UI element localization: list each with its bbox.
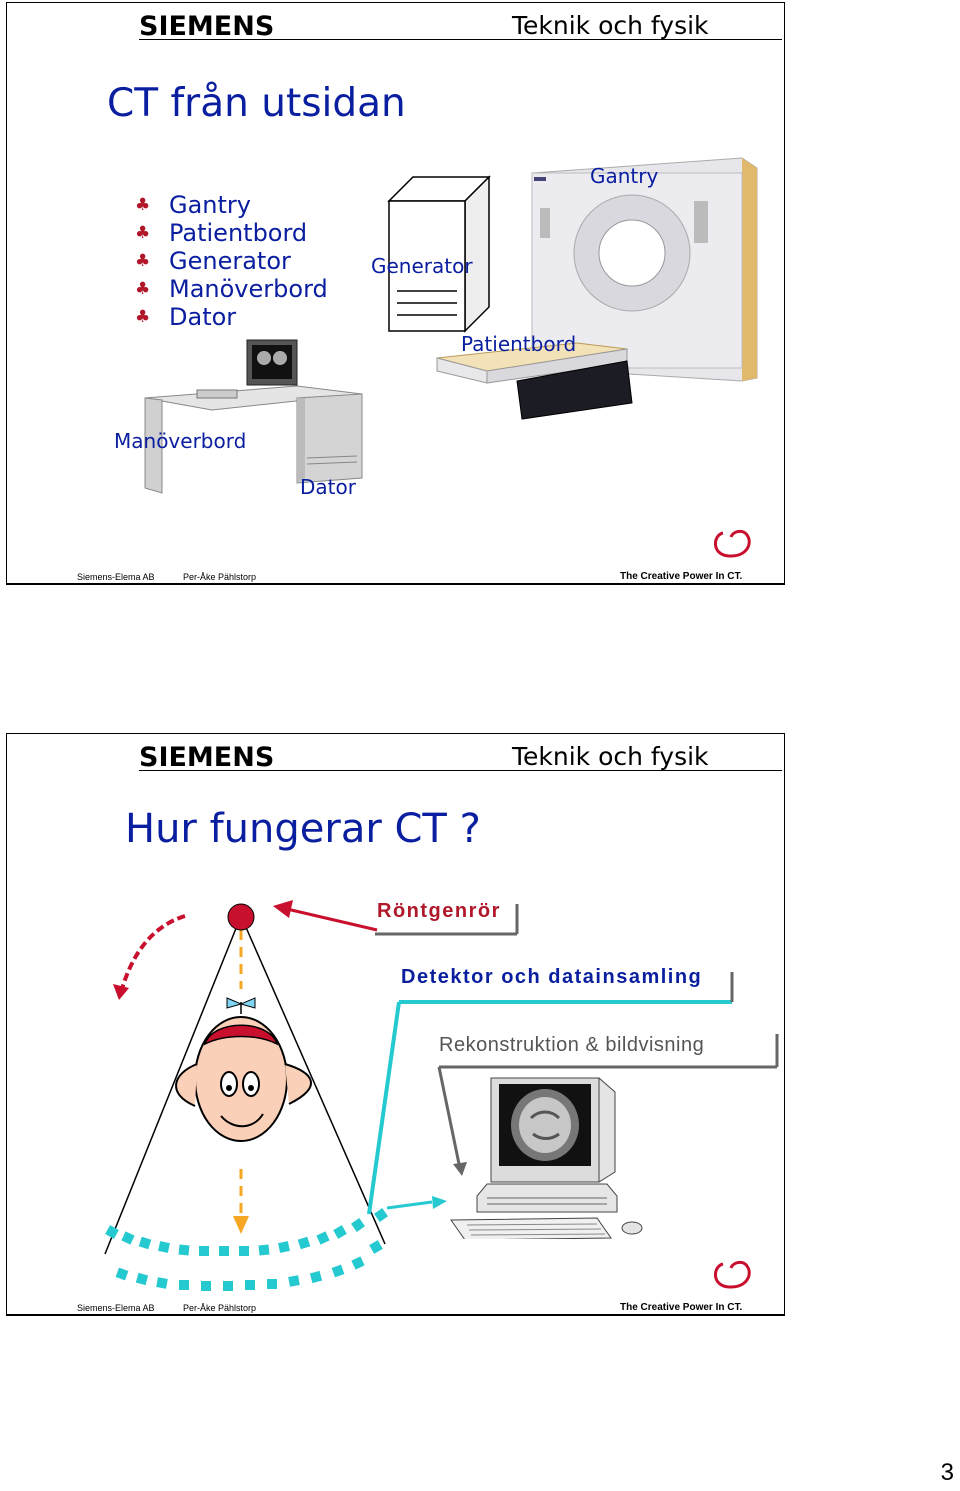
swirl-logo-icon [707, 1256, 759, 1294]
page-number: 3 [941, 1459, 954, 1487]
footer-author: Per-Åke Pählstorp [183, 572, 256, 582]
label-detektor: Detektor och datainsamling [401, 966, 702, 989]
label-gantry: Gantry [590, 164, 658, 188]
label-rontgenror: Röntgenrör [377, 900, 501, 923]
label-dator: Dator [300, 475, 356, 499]
label-rekonstruktion: Rekonstruktion & bildvisning [439, 1034, 704, 1057]
list-item: ♣Dator [135, 303, 328, 331]
slide-topic: Teknik och fysik [512, 11, 709, 40]
club-bullet-icon: ♣ [135, 275, 169, 303]
label-generator: Generator [371, 254, 473, 278]
club-bullet-icon: ♣ [135, 247, 169, 275]
list-item: ♣Manöverbord [135, 275, 328, 303]
header-rule [139, 39, 782, 40]
club-bullet-icon: ♣ [135, 303, 169, 331]
label-patientbord: Patientbord [461, 332, 576, 356]
club-bullet-icon: ♣ [135, 191, 169, 219]
ct-principle-diagram [7, 734, 785, 1316]
console-desk-illustration [137, 338, 367, 498]
slide-how-ct-works: SIEMENS Teknik och fysik Hur fungerar CT… [6, 733, 785, 1316]
footer-tagline: The Creative Power In CT. [620, 571, 742, 582]
footer-tagline: The Creative Power In CT. [620, 1302, 742, 1313]
workstation-illustration [447, 1074, 647, 1239]
footer-rule [7, 583, 784, 584]
siemens-logo: SIEMENS [139, 11, 274, 42]
list-item: ♣Generator [135, 247, 328, 275]
slide-title: CT från utsidan [107, 81, 406, 126]
swirl-logo-icon [707, 525, 759, 563]
component-list: ♣Gantry ♣Patientbord ♣Generator ♣Manöver… [135, 191, 328, 331]
list-item: ♣Gantry [135, 191, 328, 219]
footer-company: Siemens-Elema AB [77, 1303, 155, 1313]
footer-author: Per-Åke Pählstorp [183, 1303, 256, 1313]
footer-company: Siemens-Elema AB [77, 572, 155, 582]
club-bullet-icon: ♣ [135, 219, 169, 247]
slide-ct-exterior: SIEMENS Teknik och fysik CT från utsidan… [6, 2, 785, 585]
footer-rule [7, 1314, 784, 1315]
label-manoverbord: Manöverbord [114, 429, 246, 453]
list-item: ♣Patientbord [135, 219, 328, 247]
